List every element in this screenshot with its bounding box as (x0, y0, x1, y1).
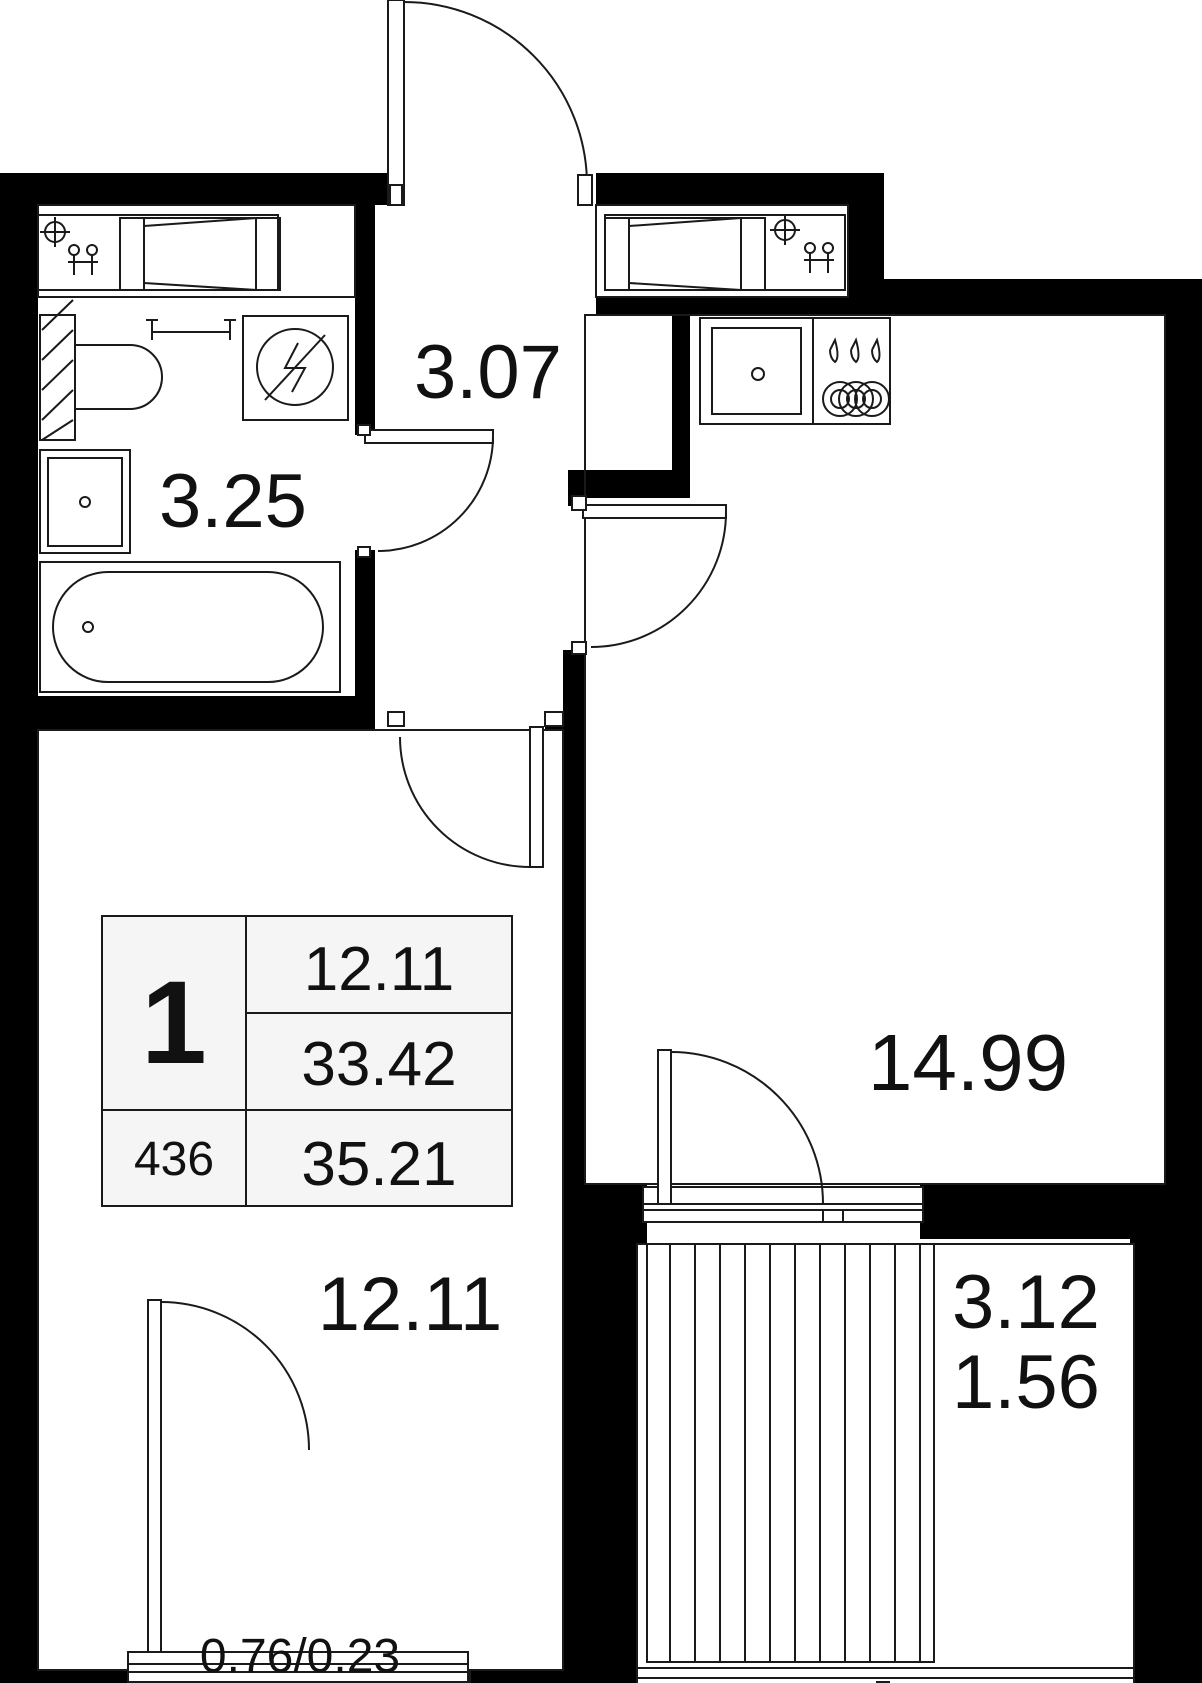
balcony-area-reduced: 1.56 (952, 1340, 1100, 1425)
wall (585, 1184, 647, 1239)
wall (596, 173, 884, 205)
washer-icon (242, 315, 349, 421)
bathroom-door-icon (357, 424, 494, 558)
towel-rail-icon (146, 319, 236, 340)
wall (563, 650, 585, 1683)
living-outline (584, 314, 1166, 1185)
wall (0, 173, 38, 1683)
entrance-door-icon (387, 0, 593, 206)
wall (0, 173, 390, 205)
wall (848, 279, 1202, 315)
balcony-area-full: 3.12 (952, 1260, 1100, 1345)
sink-icon (39, 449, 131, 554)
bedroom-door-icon (387, 711, 564, 868)
wall (596, 297, 848, 315)
wall (355, 550, 375, 710)
total-area-balcony-value: 35.21 (301, 1130, 456, 1199)
bedroom-area: 12.11 (318, 1262, 503, 1347)
right-balcony (636, 1243, 1135, 1683)
radiator-right (595, 204, 849, 298)
wall (568, 470, 690, 498)
wall (38, 696, 375, 730)
valve-icon (804, 242, 834, 273)
bedroom-balcony-door-icon (137, 1299, 471, 1683)
bathroom-area: 3.25 (159, 459, 307, 544)
wall (672, 315, 690, 475)
living-area: 14.99 (868, 1018, 1068, 1107)
info-table: 1 436 12.11 33.42 35.21 (101, 915, 513, 1207)
living-area-value: 12.11 (304, 935, 455, 1004)
stove-icon (812, 317, 891, 425)
wall (355, 205, 375, 435)
left-balcony-area: 0.76/0.23 (200, 1630, 400, 1683)
total-area-value: 33.42 (301, 1030, 456, 1099)
balcony-railings (669, 1244, 921, 1662)
living-balcony-door-icon (642, 1049, 924, 1223)
rooms-count: 1 (141, 957, 207, 1089)
kitchen-sink-icon (699, 317, 814, 425)
apartment-number: 436 (134, 1133, 214, 1186)
corridor-area: 3.07 (414, 330, 562, 415)
wall (0, 1670, 138, 1683)
left-balcony (127, 1651, 469, 1683)
valve-icon (68, 244, 98, 275)
kitchen-door-icon (571, 495, 727, 655)
radiator-left (37, 204, 356, 298)
toilet-icon (39, 299, 163, 441)
walls (0, 173, 1202, 1683)
wall (1130, 1184, 1202, 1683)
bathtub-icon (39, 561, 341, 693)
wall (470, 1670, 585, 1683)
